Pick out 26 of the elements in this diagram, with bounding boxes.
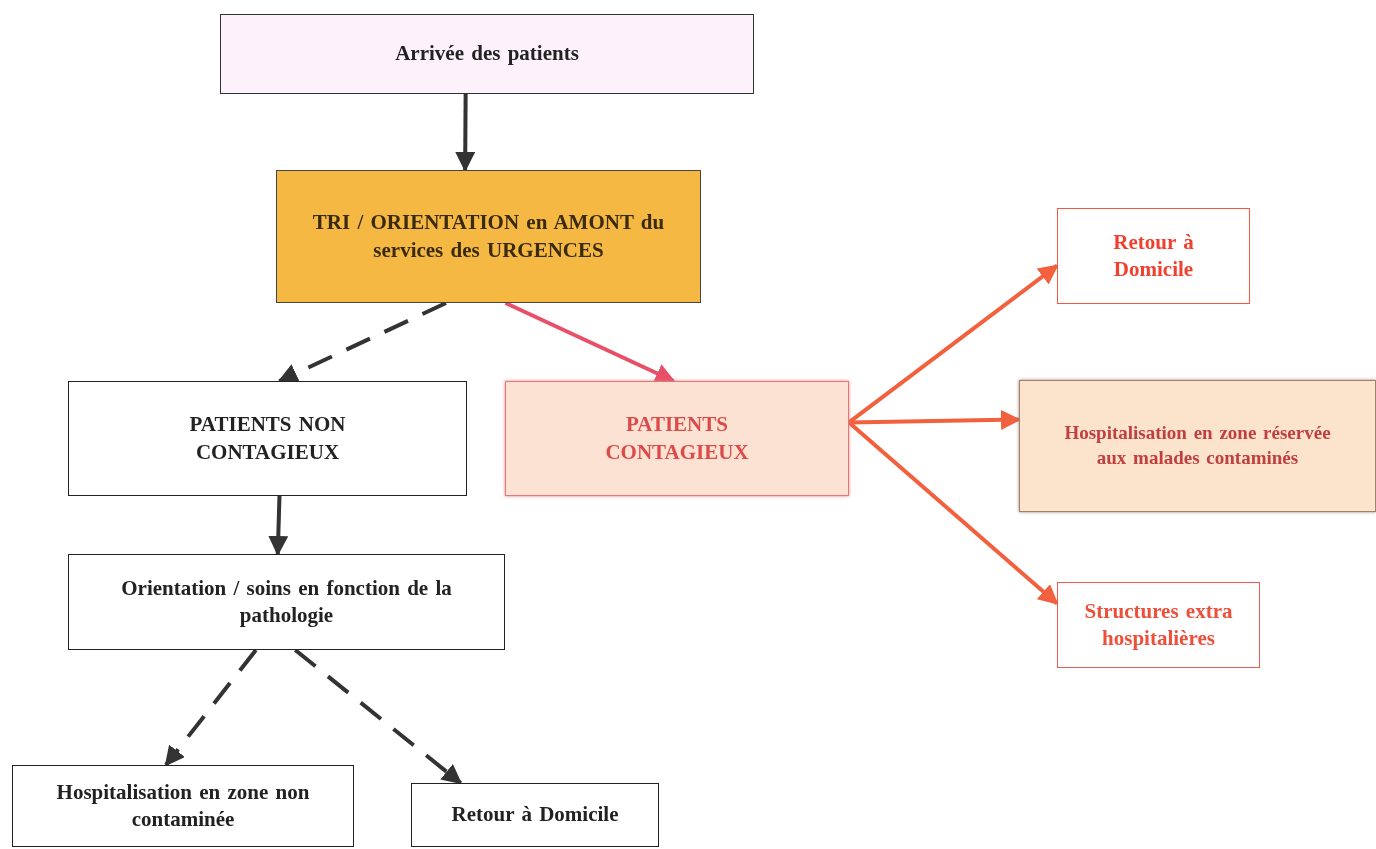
process-box: [12, 765, 354, 847]
box-label: Retour à Domicile: [451, 801, 619, 829]
box-label: PATIENTS NON CONTAGIEUX: [188, 411, 347, 466]
process-box: [411, 783, 659, 847]
box-label: PATIENTS CONTAGIEUX: [604, 411, 750, 466]
box-label: Hospitalisation en zone non contaminée: [55, 778, 311, 833]
arrow: [455, 94, 476, 172]
box-label: Orientation / soins en fonction de la pathologie: [120, 574, 453, 629]
process-box: [505, 381, 849, 496]
process-box: [1057, 582, 1260, 668]
process-box: [1019, 380, 1376, 512]
process-box: [220, 14, 754, 94]
process-box: [68, 381, 467, 496]
box-label: Retour à Domicile: [1112, 228, 1195, 283]
box-label: Arrivée des patients: [395, 40, 579, 68]
process-box: [68, 554, 505, 650]
arrow: [294, 648, 463, 785]
process-box: [1057, 208, 1250, 304]
box-label: Hospitalisation en zone réservée aux malades contaminés: [1063, 421, 1332, 470]
arrow: [504, 301, 676, 383]
arrow: [164, 648, 258, 767]
arrow: [268, 495, 289, 556]
process-box: [276, 170, 701, 303]
arrow: [277, 301, 447, 383]
box-label: TRI / ORIENTATION en AMONT du services des URGENCES: [311, 209, 666, 264]
box-label: Structures extra hospitalières: [1083, 597, 1234, 652]
